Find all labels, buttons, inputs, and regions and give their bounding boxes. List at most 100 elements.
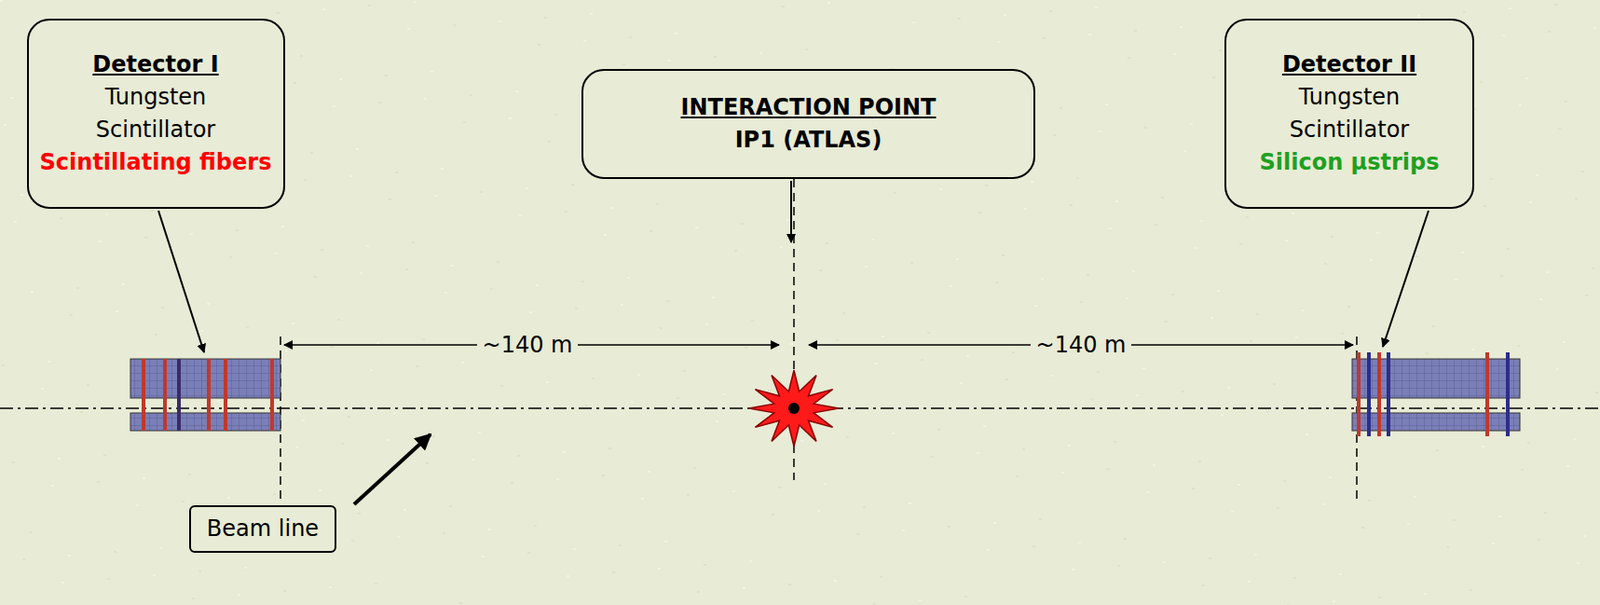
texture-dot xyxy=(1452,519,1456,521)
texture-dot xyxy=(300,54,303,57)
texture-dot xyxy=(451,264,454,267)
texture-dot xyxy=(1003,13,1007,16)
texture-dot xyxy=(852,409,856,411)
texture-dot xyxy=(1491,542,1495,545)
texture-dot xyxy=(198,570,202,573)
texture-dot xyxy=(142,477,146,479)
texture-dot xyxy=(432,435,436,438)
texture-dot xyxy=(376,341,380,344)
texture-dot xyxy=(339,78,342,81)
detector-two-illustration xyxy=(1352,352,1520,437)
texture-dot xyxy=(1191,487,1195,490)
texture-dot xyxy=(1463,11,1466,14)
texture-dot xyxy=(1572,437,1576,440)
texture-dot xyxy=(779,246,783,248)
texture-dot xyxy=(449,505,452,507)
texture-dot xyxy=(22,558,26,561)
texture-dot xyxy=(1022,448,1026,451)
texture-dot xyxy=(622,63,626,66)
texture-dot xyxy=(517,454,520,457)
texture-dot xyxy=(825,242,829,245)
texture-dot xyxy=(244,566,247,569)
texture-dot xyxy=(693,466,697,469)
texture-dot xyxy=(1407,522,1410,525)
texture-dot xyxy=(697,590,700,593)
texture-dot xyxy=(1181,390,1185,393)
texture-dot xyxy=(444,291,448,294)
texture-dot xyxy=(949,285,953,288)
texture-dot xyxy=(1339,573,1342,575)
texture-dot xyxy=(1080,300,1083,303)
texture-dot xyxy=(13,220,17,223)
texture-dot xyxy=(510,481,514,484)
texture-dot xyxy=(1098,130,1102,133)
texture-dot xyxy=(620,303,624,306)
texture-dot xyxy=(796,315,800,318)
texture-dot xyxy=(893,191,897,194)
texture-dot xyxy=(546,381,549,383)
texture-dot xyxy=(742,587,746,589)
texture-dot xyxy=(823,482,827,485)
texture-dot xyxy=(1361,526,1365,529)
texture-dot xyxy=(76,287,80,289)
texture-dot xyxy=(423,97,427,100)
texture-dot xyxy=(1115,200,1119,203)
texture-dot xyxy=(1040,277,1044,280)
box-line: Scintillator xyxy=(95,113,216,147)
texture-dot xyxy=(573,547,576,550)
layer-stripe xyxy=(206,358,211,431)
box-heading: Detector I xyxy=(92,48,219,82)
texture-dot xyxy=(1227,386,1231,389)
texture-dot xyxy=(937,428,941,431)
layer-stripe xyxy=(163,358,167,431)
texture-dot xyxy=(676,396,680,399)
texture-dot xyxy=(581,280,585,283)
texture-dot xyxy=(1554,3,1558,6)
texture-dot xyxy=(1415,255,1419,258)
texture-dot xyxy=(610,206,614,209)
texture-dot xyxy=(1024,207,1027,210)
texture-dot xyxy=(357,512,361,515)
texture-dot xyxy=(1301,309,1305,312)
texture-dot xyxy=(744,346,748,349)
texture-dot xyxy=(217,399,220,402)
texture-dot xyxy=(544,16,548,19)
texture-dot xyxy=(601,474,605,477)
texture-dot xyxy=(695,226,698,229)
texture-dot xyxy=(649,230,653,233)
texture-dot xyxy=(873,602,876,605)
texture-dot xyxy=(1558,127,1561,130)
texture-dot xyxy=(10,96,14,99)
texture-dot xyxy=(1347,305,1351,308)
texture-dot xyxy=(396,535,400,538)
texture-dot xyxy=(496,260,500,263)
texture-dot xyxy=(986,548,990,551)
texture-dot xyxy=(1520,468,1524,471)
texture-dot xyxy=(1144,126,1148,129)
texture-dot xyxy=(369,369,373,371)
texture-dot xyxy=(12,461,15,464)
texture-dot xyxy=(1034,304,1038,307)
texture-dot xyxy=(956,258,959,260)
texture-dot xyxy=(641,497,644,500)
texture-dot xyxy=(1562,341,1566,343)
texture-dot xyxy=(715,420,719,423)
texture-dot xyxy=(1272,382,1276,385)
texture-dot xyxy=(1574,197,1578,200)
texture-dot xyxy=(332,105,336,108)
texture-dot xyxy=(20,193,24,196)
texture-dot xyxy=(366,245,370,247)
texture-dot xyxy=(227,496,231,499)
texture-dot xyxy=(585,404,589,407)
texture-dot xyxy=(1564,100,1568,103)
texture-dot xyxy=(59,217,63,219)
texture-dot xyxy=(1218,49,1222,52)
texture-dot xyxy=(1059,107,1063,110)
texture-dot xyxy=(422,338,425,341)
texture-dot xyxy=(1595,391,1599,394)
layer-stripe xyxy=(1367,352,1371,437)
texture-dot xyxy=(674,32,678,35)
texture-dot xyxy=(734,249,738,252)
texture-dot xyxy=(393,411,397,414)
texture-dot xyxy=(1481,445,1485,448)
